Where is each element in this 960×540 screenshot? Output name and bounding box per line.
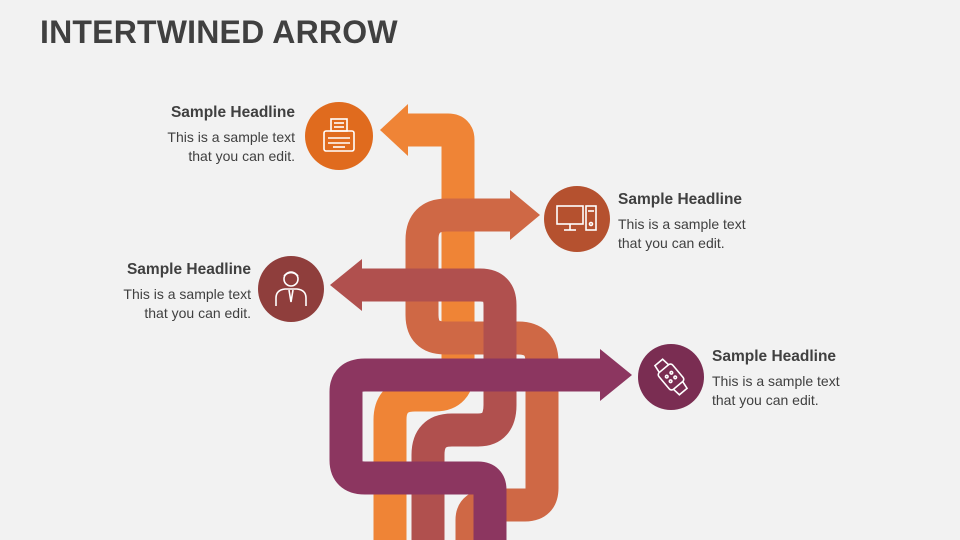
description-line: that you can edit. bbox=[712, 392, 819, 408]
plum-arrow bbox=[329, 349, 632, 540]
headline: Sample Headline bbox=[618, 191, 743, 208]
item-smartwatch: Sample Headline This is a sample text th… bbox=[712, 348, 912, 410]
description-line: that you can edit. bbox=[188, 148, 295, 164]
headline: Sample Headline bbox=[712, 348, 837, 365]
item-businessman: Sample Headline This is a sample text th… bbox=[51, 261, 251, 323]
businessman-icon-circle bbox=[258, 256, 324, 322]
desktop-computer-icon-circle bbox=[544, 186, 610, 252]
brick-arrow bbox=[330, 259, 517, 540]
smartwatch-icon-circle bbox=[638, 344, 704, 410]
typewriter-icon bbox=[323, 118, 355, 152]
item-desktop: Sample Headline This is a sample text th… bbox=[618, 191, 818, 253]
headline: Sample Headline bbox=[170, 104, 295, 121]
smartwatch-icon bbox=[653, 358, 689, 396]
description-line: This is a sample text bbox=[618, 216, 746, 232]
desktop-computer-icon bbox=[556, 205, 597, 231]
businessman-icon bbox=[275, 271, 307, 306]
typewriter-icon-circle bbox=[305, 102, 373, 170]
description-line: This is a sample text bbox=[167, 129, 295, 145]
description-line: This is a sample text bbox=[712, 373, 840, 389]
headline: Sample Headline bbox=[126, 261, 251, 278]
item-typewriter: Sample Headline This is a sample text th… bbox=[95, 104, 295, 166]
description-line: that you can edit. bbox=[144, 305, 251, 321]
description-line: that you can edit. bbox=[618, 235, 725, 251]
description-line: This is a sample text bbox=[123, 286, 251, 302]
slide-title: INTERTWINED ARROW bbox=[40, 14, 398, 50]
